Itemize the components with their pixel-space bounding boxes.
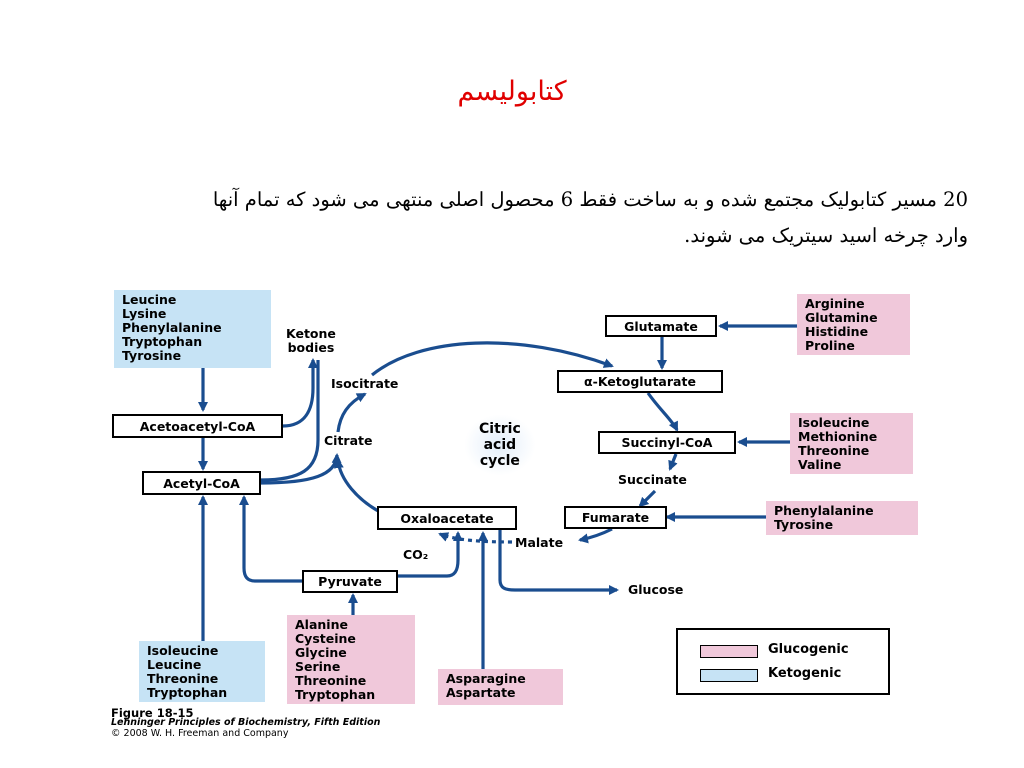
figure-caption-title: Figure 18-15 [111,706,194,720]
arrow-oxaloacetate-to-glucose [498,529,619,595]
arrow-acetyl-to-ketone [260,360,320,482]
node-pyruvate: Pyruvate [302,570,398,593]
arrow-akg-to-succinyl [646,392,679,432]
arrow-isocitrate-to-akg [370,341,614,377]
arrow-acetoacetyl-to-ketone [282,358,318,428]
slide-body-text: 20 مسیر کتابولیک مجتمع شده و به ساخت فقط… [56,182,968,254]
figure-caption-source: Lehninger Principles of Biochemistry, Fi… [111,717,381,728]
glucogenic-asparagine-group: Asparagine Aspartate [438,669,563,705]
label-citric-acid-cycle: Citric acid cycle [465,415,535,475]
legend-label-ketogenic: Ketogenic [768,666,842,681]
node-fumarate: Fumarate [564,506,667,529]
ketogenic-amino-acids-top: Leucine Lysine Phenylalanine Tryptophan … [114,290,271,368]
body-line-2: وارد چرخه اسید سیتریک می شوند. [684,224,968,248]
glucogenic-phenylalanine-group: Phenylalanine Tyrosine [766,501,918,535]
legend: Glucogenic Ketogenic [676,628,890,695]
arrow-oxaloacetate-to-citrate [333,458,381,514]
arrow-succinyl-to-succinate [668,453,678,471]
node-alpha-ketoglutarate: α-Ketoglutarate [557,370,723,393]
arrow-succinate-to-fumarate [638,489,657,508]
node-oxaloacetate: Oxaloacetate [377,506,517,530]
body-line-1: 20 مسیر کتابولیک مجتمع شده و به ساخت فقط… [212,188,968,211]
glucogenic-alanine-group: Alanine Cysteine Glycine Serine Threonin… [287,615,415,704]
legend-swatch-glucogenic [700,645,758,658]
node-glutamate: Glutamate [605,315,717,337]
label-isocitrate: Isocitrate [331,376,399,391]
ketogenic-amino-acids-bottom: Isoleucine Leucine Threonine Tryptophan [139,641,265,702]
node-acetyl-coa: Acetyl-CoA [142,471,261,495]
arrow-pyruvate-to-acetyl [239,495,302,583]
slide-title: کتابولیسم [457,76,567,107]
legend-swatch-ketogenic [700,669,758,682]
node-acetoacetyl-coa: Acetoacetyl-CoA [112,414,283,438]
arrow-pyruvate-to-oxaloacetate [398,531,463,578]
label-ketone-bodies: Ketone bodies [286,326,336,355]
node-succinyl-coa: Succinyl-CoA [598,431,736,454]
arrow-citrate-to-isocitrate [336,392,367,433]
arrow-malate-to-oxaloacetate [438,532,513,544]
label-glucose: Glucose [628,582,684,597]
label-malate: Malate [515,535,564,550]
arrow-fumarate-to-malate [578,527,613,544]
label-succinate: Succinate [618,472,687,487]
label-citrate: Citrate [324,433,373,448]
glucogenic-isoleucine-group: Isoleucine Methionine Threonine Valine [790,413,913,474]
legend-label-glucogenic: Glucogenic [768,642,849,657]
figure-caption-copyright: © 2008 W. H. Freeman and Company [111,728,289,739]
label-co2: CO₂ [403,547,429,562]
glucogenic-arginine-group: Arginine Glutamine Histidine Proline [797,294,910,355]
